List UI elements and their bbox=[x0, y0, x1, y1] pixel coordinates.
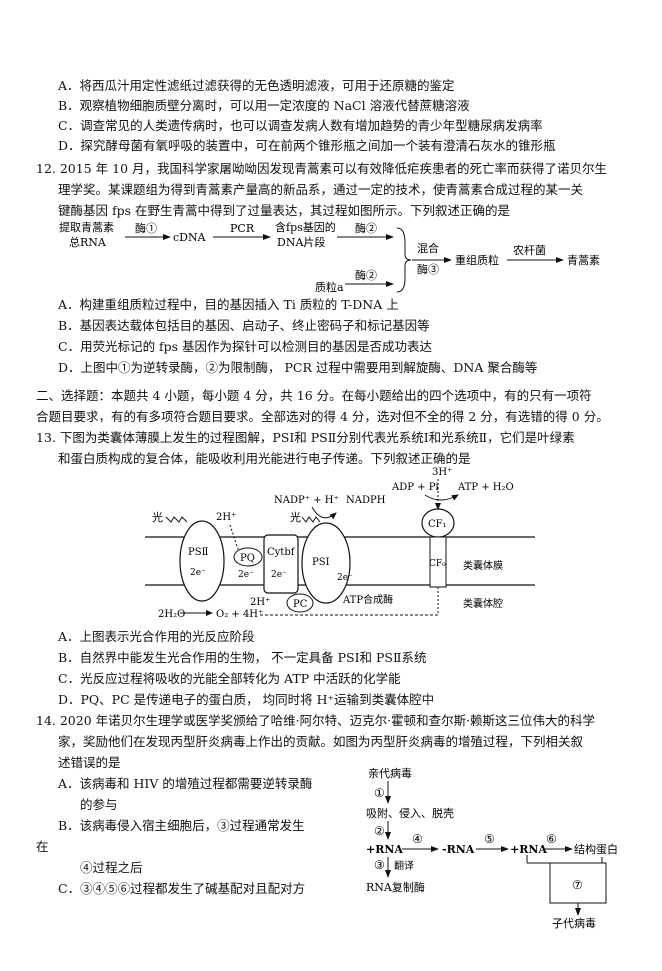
label-atp-synthase: ATP合成酶 bbox=[342, 593, 393, 606]
flow-enzyme2-top: 酶② bbox=[355, 222, 377, 235]
label-e-psi: 2e⁻ bbox=[337, 573, 353, 583]
flow-plasmid: 质粒a bbox=[315, 280, 344, 294]
label-3h-plus: 3H⁺ bbox=[432, 467, 452, 478]
q14-stem-line2: 家，奖励他们在发现丙型肝炎病毒上作出的贡献。如图为丙型肝炎病毒的增殖过程，下列相… bbox=[58, 734, 584, 749]
q12-flow-diagram: 提取青蒿素 总RNA 酶① cDNA PCR 含fps基因的 DNA片段 酶② … bbox=[59, 220, 600, 294]
flow-fragment-line2: DNA片段 bbox=[277, 235, 325, 249]
label-atp-h2o: ATP + H₂O bbox=[457, 482, 514, 493]
label-membrane: 类囊体膜 bbox=[463, 559, 503, 572]
label-light-psi: 光 bbox=[290, 510, 301, 524]
label-e-psii: 2e⁻ bbox=[190, 568, 206, 578]
q14-stem-line1: 14. 2020 年诺贝尔生理学或医学奖颁给了哈维·阿尔特、迈克尔·霍顿和查尔斯… bbox=[36, 713, 596, 728]
label-step4: ④ bbox=[412, 832, 423, 846]
q13-option-a: A．上图表示光合作用的光反应阶段 bbox=[58, 629, 255, 644]
section2-line2: 合题目要求，有的有多项符合题目要求。全部选对的得 4 分，选对但不全的得 2 分… bbox=[36, 409, 609, 424]
label-adp-pi: ADP + Pi bbox=[391, 482, 439, 493]
label-plus-rna-2: +RNA bbox=[510, 843, 547, 856]
q12-option-d: D．上图中①为逆转录酶，②为限制酶， PCR 过程中需要用到解旋酶、DNA 聚合… bbox=[58, 360, 538, 375]
label-oxygen: O₂ + 4H⁺ bbox=[216, 609, 263, 620]
q13-stem-line2: 和蛋白质构成的复合体，能吸收利用光能进行电子传递。下列叙述正确的是 bbox=[58, 451, 471, 466]
label-nadp: NADP⁺ + H⁺ bbox=[274, 495, 339, 506]
label-step7: ⑦ bbox=[572, 878, 583, 892]
label-minus-rna: -RNA bbox=[442, 843, 475, 856]
label-rna-replicase: RNA复制酶 bbox=[366, 880, 425, 894]
q13-stem-line1: 13. 下图为类囊体薄膜上发生的过程图解，PSⅠ和 PSⅡ分别代表光系统Ⅰ和光系… bbox=[36, 430, 575, 445]
label-step3: ③ bbox=[374, 858, 385, 872]
label-cf1: CF₁ bbox=[428, 519, 447, 530]
q12-option-a: A．构建重组质粒过程中，目的基因插入 Ti 质粒的 T-DNA 上 bbox=[58, 297, 399, 312]
q13-option-d: D．PQ、PC 是传递电子的蛋白质， 均同时将 H⁺运输到类囊体腔中 bbox=[58, 692, 435, 707]
label-pc: PC bbox=[293, 599, 308, 610]
q11-option-a: A．将西瓜汁用定性滤纸过滤获得的无色透明滤液，可用于还原糖的鉴定 bbox=[58, 78, 455, 93]
q14-option-a: A．该病毒和 HIV 的增殖过程都需要逆转录酶 bbox=[58, 776, 313, 791]
q14-option-b-cont2: ④过程之后 bbox=[80, 860, 143, 875]
q11-option-d: D．探究酵母菌有氧呼吸的装置中，可在前两个锥形瓶之间加一个装有澄清石灰水的锥形瓶 bbox=[58, 138, 556, 153]
label-step5: ⑤ bbox=[484, 832, 495, 846]
label-structural-protein: 结构蛋白 bbox=[574, 842, 618, 856]
flow-start-line2: 总RNA bbox=[69, 235, 107, 249]
flow-pcr: PCR bbox=[230, 222, 255, 235]
flow-start-line1: 提取青蒿素 bbox=[59, 221, 114, 234]
label-water: 2H₂O bbox=[158, 609, 185, 620]
label-psii: PSⅡ bbox=[188, 547, 209, 558]
flow-enzyme2-bottom: 酶② bbox=[355, 269, 377, 282]
label-cf0: CF₀ bbox=[429, 559, 446, 569]
q14-option-c: C．③④⑤⑥过程都发生了碱基配对且配对方 bbox=[58, 881, 306, 896]
flow-recombinant: 重组质粒 bbox=[455, 253, 499, 267]
q14-option-a-cont: 的参与 bbox=[80, 797, 118, 812]
label-light-psii: 光 bbox=[152, 510, 163, 524]
q12-stem-line1: 12. 2015 年 10 月，我国科学家屠呦呦因发现青蒿素可以有效降低疟疾患者… bbox=[36, 161, 607, 176]
q13-option-b: B．自然界中能发生光合作用的生物， 不一定具备 PSⅠ和 PSⅡ系统 bbox=[58, 650, 427, 665]
label-offspring-virus: 子代病毒 bbox=[552, 916, 596, 930]
label-e-pq: 2e⁻ bbox=[238, 570, 254, 580]
label-lumen: 类囊体腔 bbox=[463, 597, 503, 610]
q12-option-c: C．用荧光标记的 fps 基因作为探针可以检测目的基因是否成功表达 bbox=[58, 339, 433, 354]
q12-stem-line3: 键酶基因 fps 在野生青蒿中得到了过量表达，其过程如图所示。下列叙述正确的是 bbox=[58, 203, 510, 218]
label-nadph: NADPH bbox=[346, 495, 386, 506]
label-cytbf: Cytbf bbox=[267, 547, 296, 558]
q12-option-b: B．基因表达载体包括目的基因、启动子、终止密码子和标记基因等 bbox=[58, 318, 430, 333]
label-step1: ① bbox=[374, 786, 385, 800]
label-pq: PQ bbox=[240, 553, 255, 564]
flow-end: 青蒿素 bbox=[567, 254, 600, 267]
flow-cdna: cDNA bbox=[173, 231, 207, 244]
label-step6: ⑥ bbox=[546, 832, 557, 846]
label-e-cytbf: 2e⁻ bbox=[271, 570, 287, 580]
label-translate: 翻译 bbox=[394, 860, 414, 872]
flow-enzyme3: 酶③ bbox=[417, 263, 439, 276]
q12-stem-line2: 理学奖。某课题组为得到青蒿素产量高的新品系，通过一定的技术，使青蒿素合成过程的某… bbox=[58, 182, 584, 197]
q14-option-b-cont1: 在 bbox=[36, 839, 49, 854]
section2-line1: 二、选择题：本题共 4 小题，每小题 4 分，共 16 分。在每小题给出的四个选… bbox=[36, 388, 592, 403]
q13-photosynthesis-diagram: 3H⁺ ADP + Pi ATP + H₂O NADP⁺ + H⁺ NADPH … bbox=[145, 467, 535, 620]
q13-option-c: C．光反应过程将吸收的光能全部转化为 ATP 中活跃的化学能 bbox=[58, 671, 401, 686]
label-step2: ② bbox=[374, 824, 385, 838]
flow-mix: 混合 bbox=[417, 241, 439, 255]
label-parent-virus: 亲代病毒 bbox=[368, 766, 412, 780]
flow-fragment-line1: 含fps基因的 bbox=[275, 220, 336, 234]
label-2h-bottom: 2H⁺ bbox=[250, 597, 270, 608]
label-plus-rna-1: +RNA bbox=[366, 843, 403, 856]
label-2h-top: 2H⁺ bbox=[216, 512, 236, 523]
q14-stem-line3: 述错误的是 bbox=[58, 755, 121, 770]
flow-enzyme1: 酶① bbox=[135, 222, 157, 235]
label-psi: PSⅠ bbox=[312, 557, 330, 568]
flow-agrobacterium: 农杆菌 bbox=[513, 243, 546, 257]
q11-option-b: B．观察植物细胞质壁分离时，可以用一定浓度的 NaCl 溶液代替蔗糖溶液 bbox=[58, 98, 470, 113]
label-adsorb: 吸附、侵入、脱壳 bbox=[366, 806, 454, 820]
q11-option-c: C．调查常见的人类遗传病时，也可以调查发病人数有增加趋势的青少年型糖尿病发病率 bbox=[58, 118, 543, 133]
q14-option-b: B．该病毒侵入宿主细胞后，③过程通常发生 bbox=[58, 818, 305, 833]
q14-virus-diagram: 亲代病毒 ① 吸附、侵入、脱壳 ② +RNA ④ -RNA ⑤ +RNA ⑥ 结… bbox=[366, 766, 618, 930]
